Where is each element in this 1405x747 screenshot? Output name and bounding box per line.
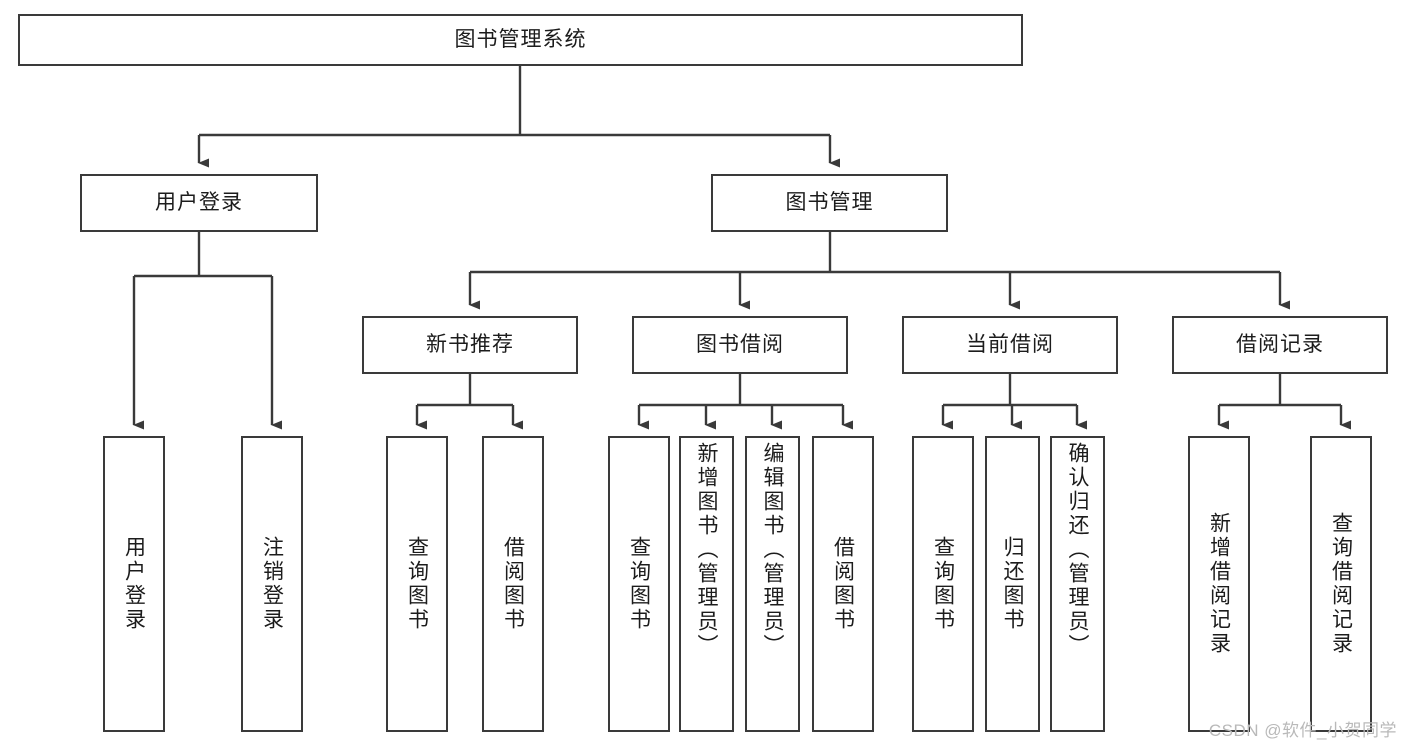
leaf-user-login-label: 用户登录 — [122, 536, 146, 632]
leaf-query-book-recommend[interactable]: 查询图书 — [386, 436, 448, 732]
leaf-edit-book-admin[interactable]: 编辑图书（管理员） — [745, 436, 800, 732]
node-user-login[interactable]: 用户登录 — [80, 174, 318, 232]
node-book-management-label: 图书管理 — [785, 191, 874, 215]
node-new-book-recommend[interactable]: 新书推荐 — [362, 316, 578, 374]
node-current-borrow-label: 当前借阅 — [966, 333, 1054, 357]
leaf-query-book-borrow-label: 查询图书 — [627, 536, 651, 632]
node-borrow-record[interactable]: 借阅记录 — [1172, 316, 1388, 374]
leaf-query-book-recommend-label: 查询图书 — [405, 536, 429, 632]
leaf-add-book-admin-label: 新增图书（管理员） — [695, 442, 718, 658]
node-root[interactable]: 图书管理系统 — [18, 14, 1023, 66]
leaf-query-book-borrow[interactable]: 查询图书 — [608, 436, 670, 732]
node-book-management[interactable]: 图书管理 — [711, 174, 948, 232]
node-book-borrow-label: 图书借阅 — [696, 333, 784, 357]
node-root-label: 图书管理系统 — [454, 28, 587, 52]
leaf-logout[interactable]: 注销登录 — [241, 436, 303, 732]
leaf-borrow-book-label: 借阅图书 — [831, 536, 855, 632]
leaf-add-book-admin[interactable]: 新增图书（管理员） — [679, 436, 734, 732]
leaf-query-borrow-record-label: 查询借阅记录 — [1329, 512, 1353, 656]
leaf-query-book-current[interactable]: 查询图书 — [912, 436, 974, 732]
leaf-borrow-book-recommend[interactable]: 借阅图书 — [482, 436, 544, 732]
leaf-edit-book-admin-label: 编辑图书（管理员） — [761, 442, 784, 658]
leaf-user-login[interactable]: 用户登录 — [103, 436, 165, 732]
leaf-confirm-return-admin[interactable]: 确认归还（管理员） — [1050, 436, 1105, 732]
leaf-query-borrow-record[interactable]: 查询借阅记录 — [1310, 436, 1372, 732]
leaf-return-book[interactable]: 归还图书 — [985, 436, 1040, 732]
leaf-query-book-current-label: 查询图书 — [931, 536, 955, 632]
leaf-add-borrow-record[interactable]: 新增借阅记录 — [1188, 436, 1250, 732]
node-new-book-recommend-label: 新书推荐 — [426, 333, 514, 357]
leaf-logout-label: 注销登录 — [260, 536, 284, 632]
csdn-watermark: CSDN @软件_小贺同学 — [1208, 721, 1397, 740]
leaf-confirm-return-admin-label: 确认归还（管理员） — [1066, 442, 1089, 658]
leaf-return-book-label: 归还图书 — [1001, 536, 1024, 632]
node-current-borrow[interactable]: 当前借阅 — [902, 316, 1118, 374]
node-user-login-label: 用户登录 — [155, 191, 243, 215]
leaf-borrow-book-recommend-label: 借阅图书 — [501, 536, 525, 632]
node-book-borrow[interactable]: 图书借阅 — [632, 316, 848, 374]
node-borrow-record-label: 借阅记录 — [1236, 333, 1324, 357]
leaf-add-borrow-record-label: 新增借阅记录 — [1207, 512, 1231, 656]
leaf-borrow-book[interactable]: 借阅图书 — [812, 436, 874, 732]
